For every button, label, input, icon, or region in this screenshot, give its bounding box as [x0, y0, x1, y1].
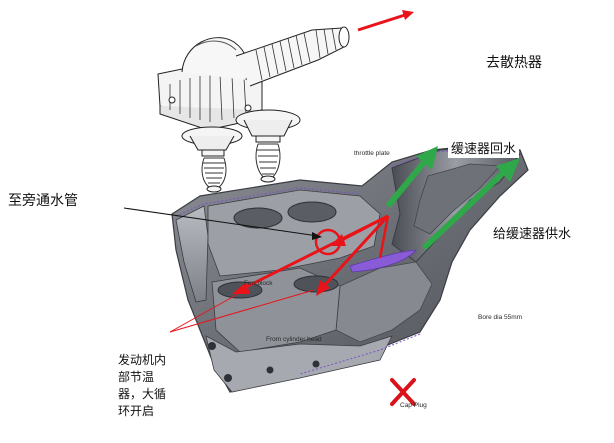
- bypass-circle-highlight: [314, 228, 342, 256]
- note-line-3: 器，大循: [118, 387, 167, 401]
- thermostat-left-drawing: [181, 126, 243, 193]
- tiny-cap-plug: Cap Plug: [400, 402, 427, 409]
- leader-bypass: [123, 207, 319, 237]
- flow-arrows: [123, 10, 520, 333]
- tiny-bore-dia: Bore dia 55mm: [478, 314, 523, 321]
- arrow-thermostat-right: [320, 214, 390, 290]
- arrow-to-bypass: [337, 214, 389, 244]
- note-line-4: 环开启: [118, 404, 155, 418]
- label-to-radiator: 去散热器: [486, 55, 542, 71]
- leader-thermostat-1: [169, 293, 239, 333]
- arrow-to-radiator: [357, 12, 409, 32]
- throttle-plate-shape: [349, 249, 417, 273]
- label-retarder-return: 缓速器回水: [448, 137, 520, 158]
- note-line-1: 发动机内: [118, 353, 167, 367]
- x-cross-icon: [390, 378, 416, 406]
- housing-cutaway: [171, 145, 529, 393]
- arrow-retarder-supply: [421, 167, 509, 251]
- label-retarder-supply: 给缓速器供水: [490, 222, 575, 243]
- tiny-throttle-plate: throttle plate: [354, 150, 390, 157]
- arrow-retarder-return: [385, 158, 429, 208]
- note-line-2: 部节温: [118, 370, 155, 384]
- tiny-from-cylinder-head: From cylinder head: [266, 336, 322, 343]
- thermostat-housing-drawing: [157, 26, 350, 131]
- tiny-from-block: Frm block: [244, 280, 273, 287]
- leader-thermostat-2: [169, 289, 315, 333]
- thermostat-right-drawing: [235, 109, 301, 183]
- label-thermostat-note: 发动机内 部节温 器，大循 环开启: [118, 352, 188, 420]
- label-bypass-pipe: 至旁通水管: [8, 193, 78, 209]
- arrow-down: [378, 215, 390, 259]
